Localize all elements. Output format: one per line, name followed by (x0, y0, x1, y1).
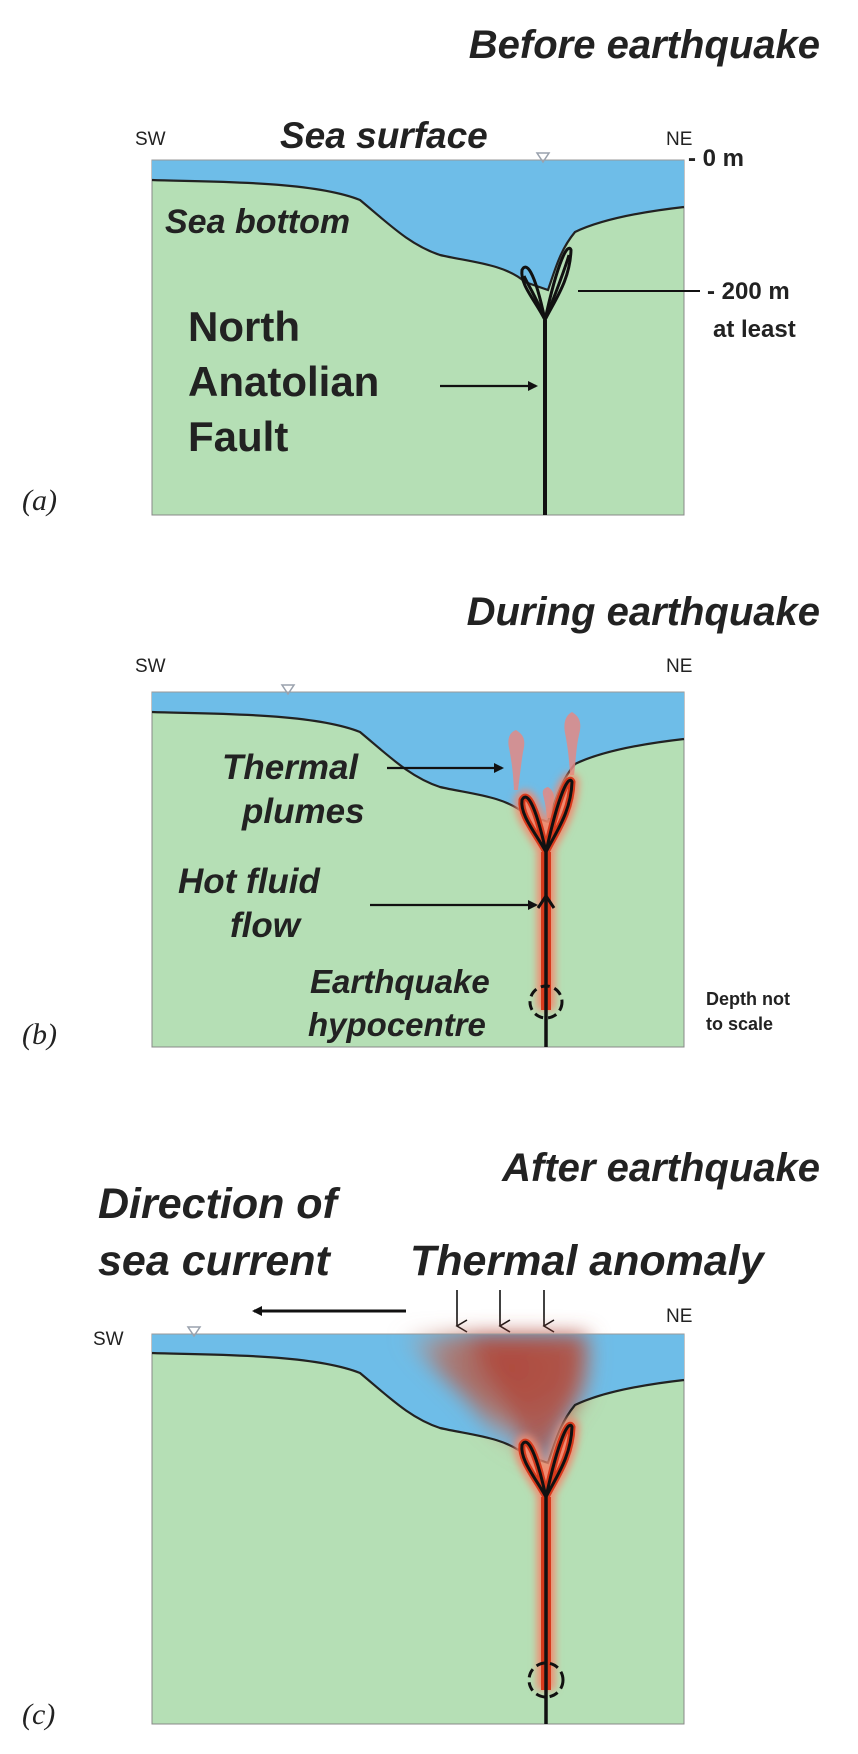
thermal-anomaly-cloud (400, 1334, 591, 1470)
fault-flower-structure (520, 778, 574, 853)
depth-200-label: - 200 m (707, 278, 790, 305)
depth-note-line2: to scale (706, 1014, 773, 1034)
flow-direction-chevron-icon (536, 893, 556, 909)
hypocentre-marker (528, 984, 564, 1020)
sea-bottom-line (151, 178, 685, 292)
anomaly-label: Thermal anomaly (410, 1237, 766, 1285)
fault-label-line1: North (188, 303, 300, 350)
sea-water (152, 692, 684, 822)
plumes-label-line1: Thermal (222, 748, 359, 787)
fault-flower-structure (520, 1423, 574, 1498)
depth-zero-label: - 0 m (688, 145, 744, 172)
sea-level-marker-icon (186, 1326, 202, 1338)
fault-flower-structure (520, 246, 573, 321)
compass-sw: SW (93, 1329, 124, 1350)
panel-a: Before earthquake SW Sea surface NE - 0 … (22, 23, 820, 517)
hypocentre-label-line2: hypocentre (308, 1006, 486, 1043)
fault-label-line2: Anatolian (188, 358, 379, 405)
compass-sw: SW (135, 656, 166, 677)
compass-ne: NE (666, 129, 692, 150)
compass-sw: SW (135, 129, 166, 150)
panel-b-label: (b) (22, 1018, 57, 1051)
flow-label-line2: flow (230, 906, 303, 945)
current-label-line1: Direction of (98, 1180, 341, 1228)
sea-bottom-line (151, 710, 685, 824)
sea-surface-label: Sea surface (280, 115, 488, 156)
panel-a-label: (a) (22, 484, 57, 517)
compass-ne: NE (666, 656, 692, 677)
depth-note-line1: Depth not (706, 989, 790, 1009)
anomaly-arrows (455, 1290, 555, 1333)
hypocentre-marker (527, 1661, 565, 1699)
sea-water (152, 160, 684, 290)
panel-b: During earthquake SW NE (22, 590, 820, 1051)
depth-200-label-2: at least (713, 316, 796, 343)
compass-ne: NE (666, 1306, 692, 1327)
fault-label-line3: Fault (188, 413, 288, 460)
panel-c: After earthquake Direction of sea curren… (22, 1146, 820, 1731)
hypocentre-label-line1: Earthquake (310, 963, 490, 1000)
current-label-line2: sea current (98, 1237, 332, 1285)
plumes-label-line2: plumes (241, 792, 365, 831)
flow-label-line1: Hot fluid (178, 862, 321, 901)
panel-c-label: (c) (22, 1698, 55, 1731)
sea-level-marker-icon (535, 152, 551, 164)
sea-bottom-label: Sea bottom (165, 203, 350, 241)
panel-b-title: During earthquake (467, 590, 820, 634)
panel-c-title: After earthquake (501, 1146, 820, 1190)
panel-a-title: Before earthquake (469, 23, 820, 67)
sea-level-marker-icon (280, 684, 296, 696)
sea-bottom-line (151, 1351, 685, 1465)
